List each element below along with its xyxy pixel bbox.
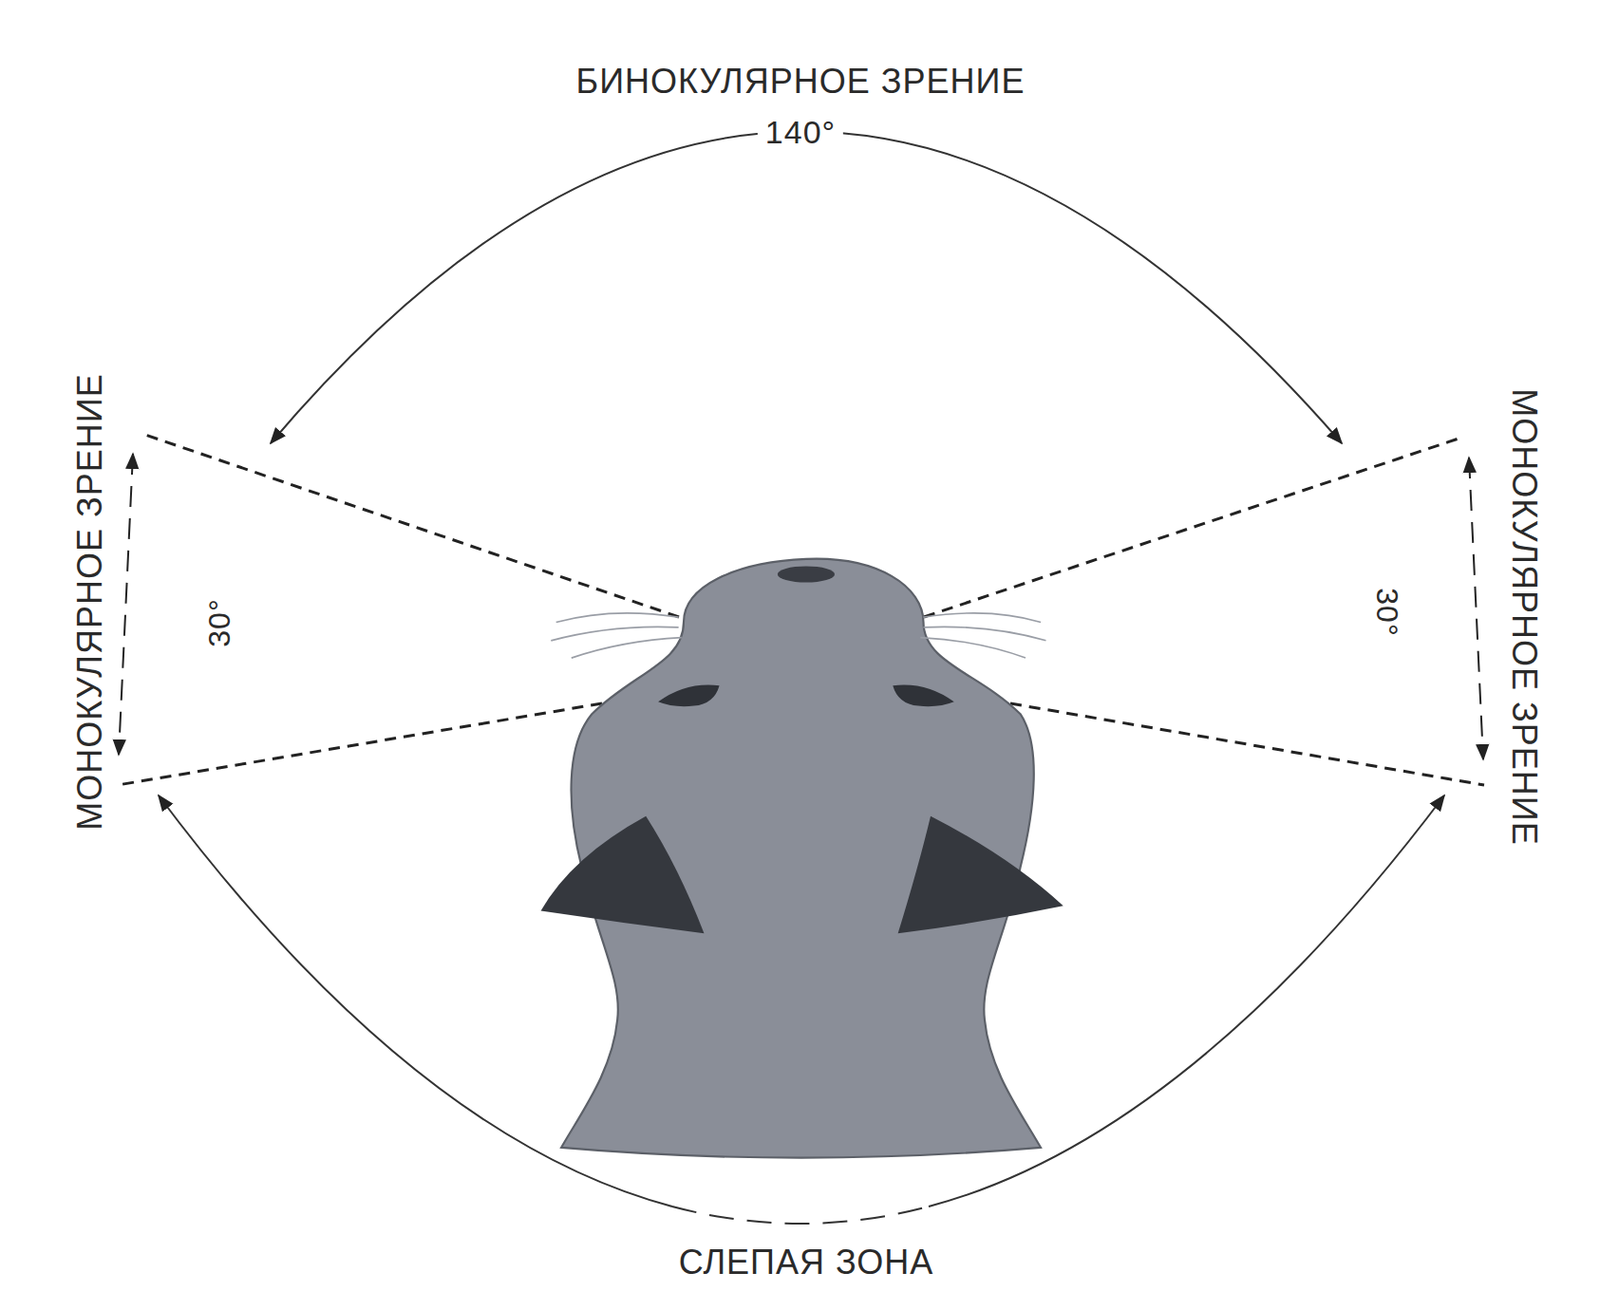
angle-value: 140° — [757, 114, 844, 151]
region-title: БИНОКУЛЯРНОЕ ЗРЕНИЕ — [576, 62, 1026, 101]
region-title: МОНОКУЛЯРНОЕ ЗРЕНИЕ — [1505, 388, 1544, 846]
monocular-arrow — [1468, 457, 1484, 760]
region-title: МОНОКУЛЯРНОЕ ЗРЕНИЕ — [71, 373, 110, 830]
seal-figure — [541, 559, 1064, 1159]
angle-value: 30° — [203, 598, 237, 647]
binocular-arc — [270, 131, 1342, 445]
region-title: СЛЕПАЯ ЗОНА — [678, 1243, 935, 1282]
blind-zone-dashed-arc — [672, 1206, 929, 1224]
monocular-arrow — [118, 453, 133, 755]
angle-value: 30° — [1369, 587, 1403, 637]
